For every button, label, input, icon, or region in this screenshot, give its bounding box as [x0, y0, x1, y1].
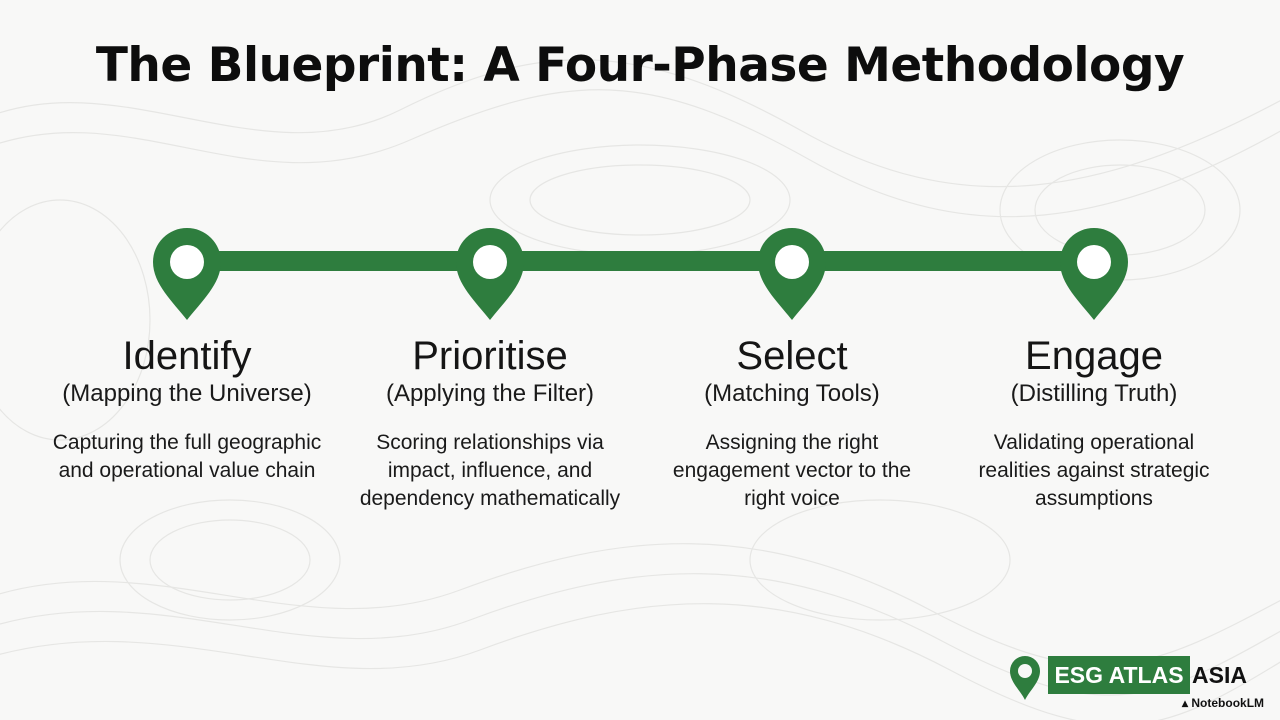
phase-pin-identify — [153, 228, 221, 320]
watermark-label: NotebookLM — [1191, 696, 1265, 710]
phase-name: Select — [736, 334, 848, 378]
phase-subtitle: (Mapping the Universe) — [62, 380, 312, 407]
logo-brand-text: ESG ATLAS — [1048, 656, 1190, 694]
phase-description: Assigning the right engagement vector to… — [672, 431, 912, 510]
timeline-connector — [187, 251, 1094, 271]
phase-pin-engage — [1060, 228, 1128, 320]
phase-description: Capturing the full geographic and operat… — [52, 431, 322, 482]
phase-select: Select (Matching Tools) Assigning the ri… — [642, 334, 942, 513]
phase-name: Identify — [122, 334, 252, 378]
phase-name: Engage — [1025, 334, 1163, 378]
page-title: The Blueprint: A Four-Phase Methodology — [95, 38, 1185, 93]
map-pin-icon — [1010, 656, 1040, 700]
phase-description: Scoring relationships via impact, influe… — [359, 431, 621, 510]
notebooklm-icon: ▴ — [1182, 696, 1189, 710]
phase-engage: Engage (Distilling Truth) Validating ope… — [944, 334, 1244, 513]
phase-subtitle: (Matching Tools) — [704, 380, 880, 407]
phase-subtitle: (Distilling Truth) — [1010, 380, 1178, 407]
phase-description: Validating operational realities against… — [978, 431, 1210, 510]
phase-name: Prioritise — [412, 334, 568, 378]
logo-suffix-text: ASIA — [1192, 662, 1247, 688]
phase-identify: Identify (Mapping the Universe) Capturin… — [37, 334, 337, 485]
phase-prioritise: Prioritise (Applying the Filter) Scoring… — [340, 334, 640, 513]
notebooklm-watermark: ▴ NotebookLM — [1182, 696, 1264, 710]
phase-subtitle: (Applying the Filter) — [385, 380, 595, 407]
phase-pin-prioritise — [456, 228, 524, 320]
phase-pin-select — [758, 228, 826, 320]
